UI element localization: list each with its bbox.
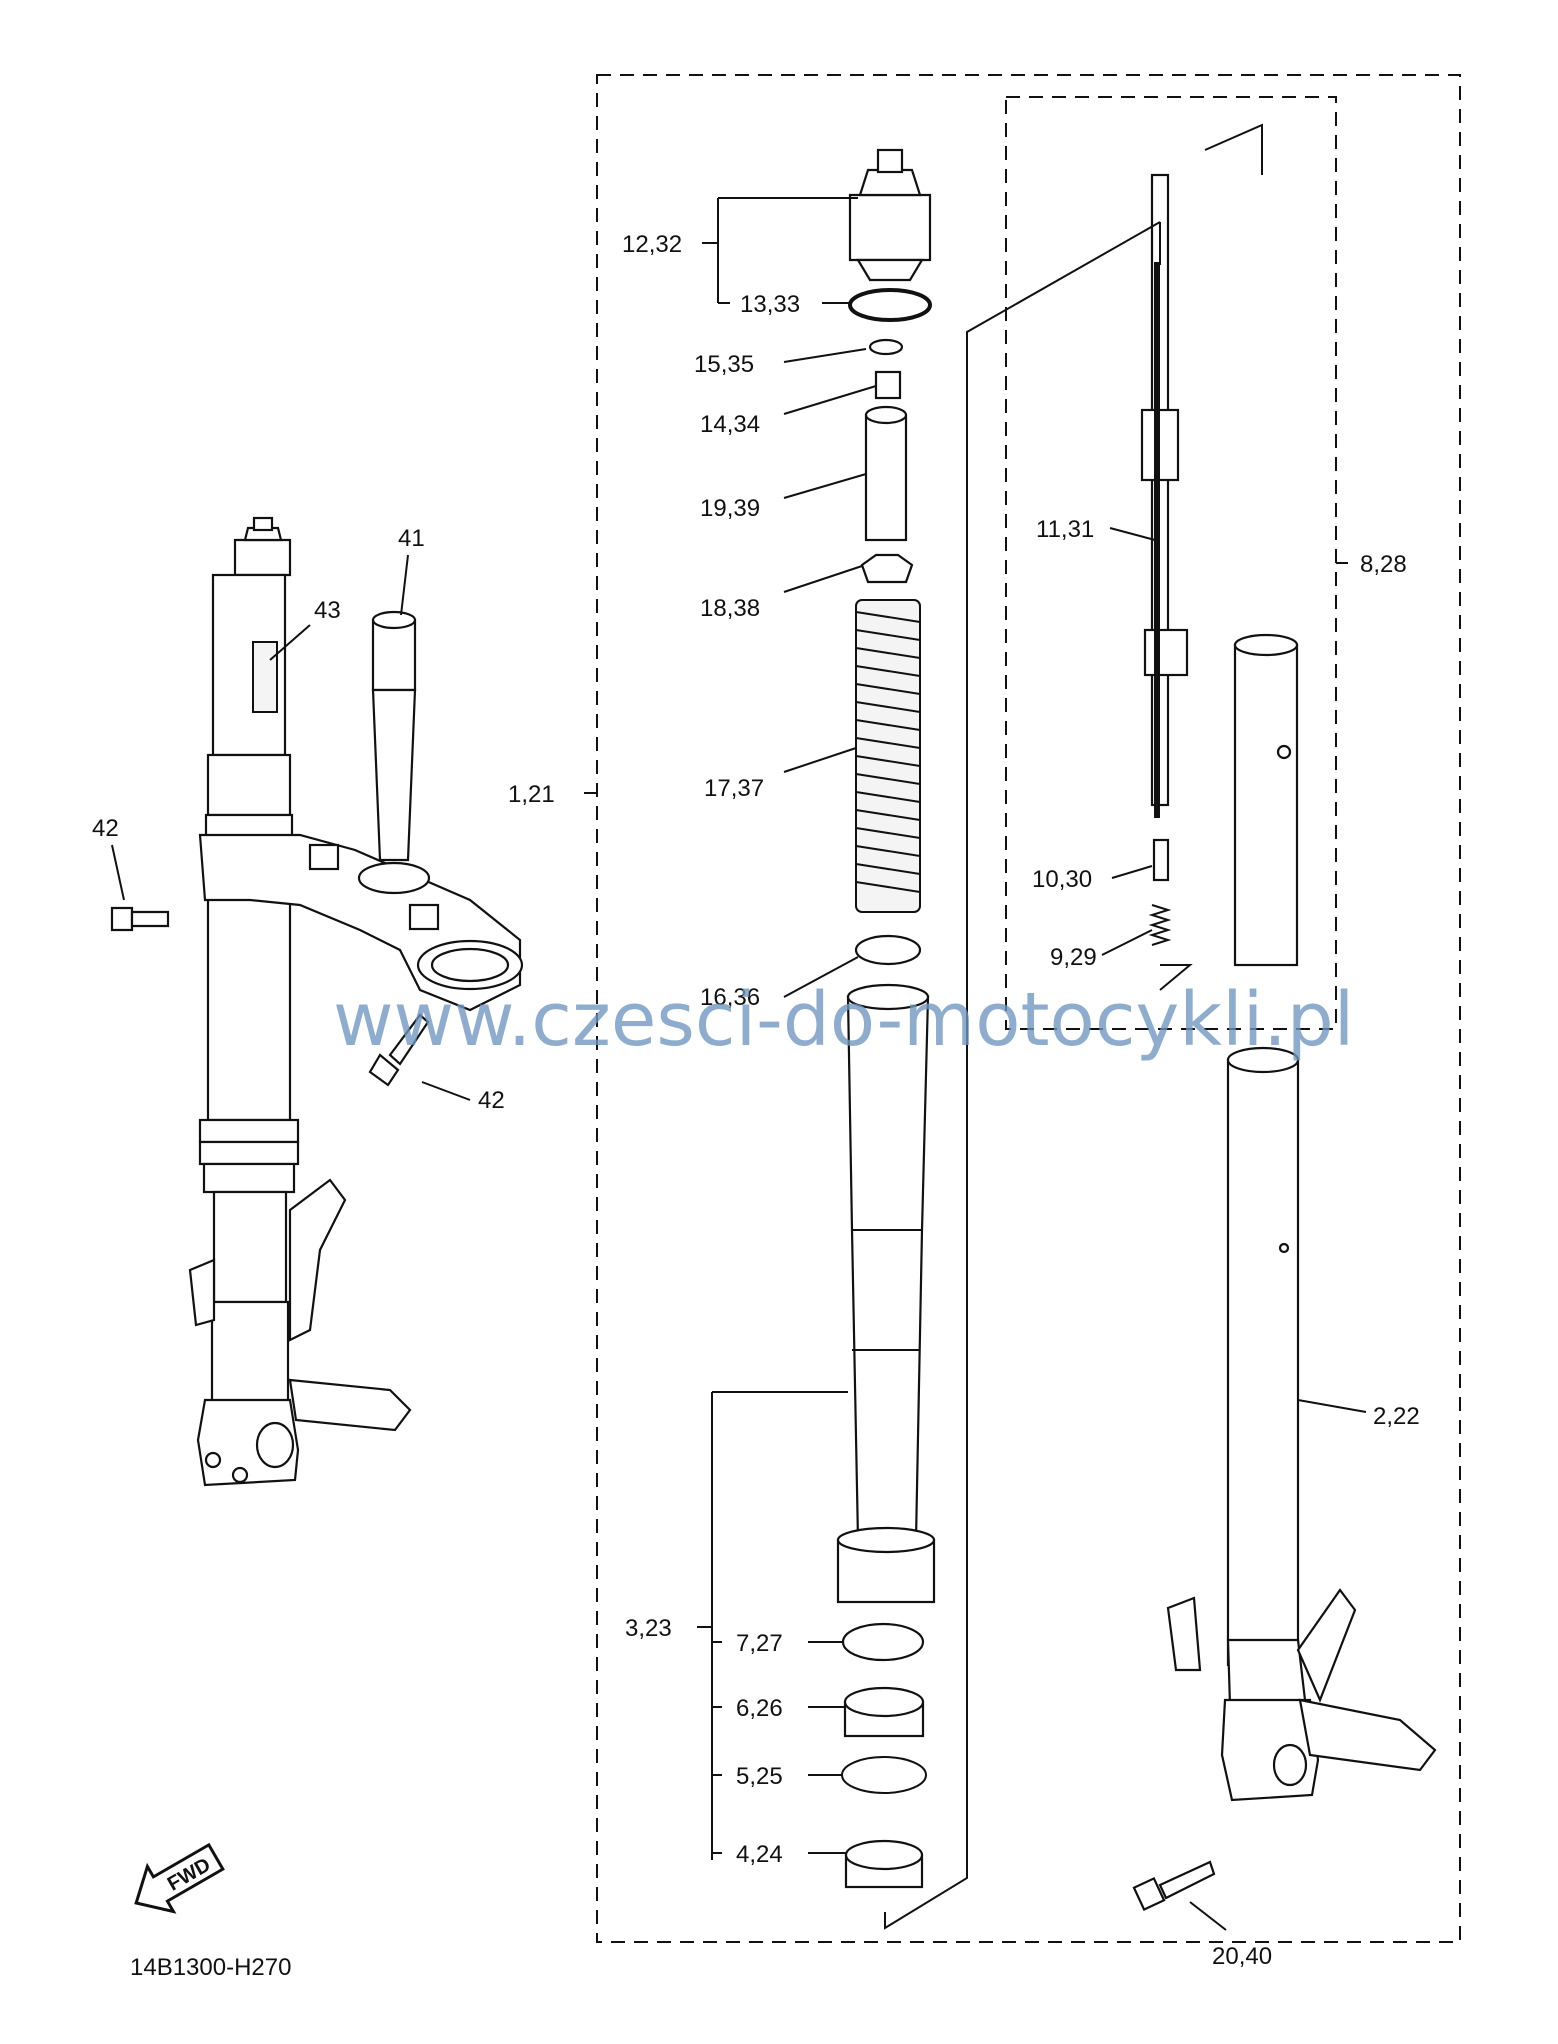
diagram-code: 14B1300-H270: [130, 1954, 291, 1981]
label-13-33: 13,33: [740, 291, 800, 318]
spacer-tube: [864, 405, 908, 542]
label-15-35: 15,35: [694, 351, 754, 378]
label-16-36: 16,36: [700, 984, 760, 1011]
label-8-28: 8,28: [1360, 551, 1407, 578]
label-4-24: 4,24: [736, 1841, 783, 1868]
assembly-group-box: [596, 74, 1461, 1943]
circlip-5: [841, 1756, 927, 1794]
adjuster-nut: [874, 370, 902, 400]
inner-tube: [1166, 1046, 1437, 1802]
label-42-right: 42: [478, 1087, 505, 1114]
fork-cap-bolt: [848, 148, 932, 282]
label-10-30: 10,30: [1032, 866, 1092, 893]
label-17-37: 17,37: [704, 775, 764, 802]
label-14-34: 14,34: [700, 411, 760, 438]
damper-cartridge: [1233, 633, 1299, 967]
label-43: 43: [314, 597, 341, 624]
label-3-23: 3,23: [625, 1615, 672, 1642]
damper-rod: [1140, 173, 1189, 807]
fwd-arrow-icon: FWD: [134, 1842, 225, 1914]
leader-lines: [111, 123, 1367, 1931]
label-19-39: 19,39: [700, 495, 760, 522]
dust-seal-4: [844, 1839, 924, 1889]
seal-7: [841, 1622, 925, 1662]
label-1-21: 1,21: [508, 781, 555, 808]
label-11-31: 11,31: [1036, 516, 1094, 543]
label-42-left: 42: [92, 815, 119, 842]
outer-tube: [836, 983, 936, 1604]
seal-6: [843, 1686, 925, 1738]
spring-9: [1148, 904, 1172, 946]
label-9-29: 9,29: [1050, 944, 1097, 971]
washer-16: [854, 934, 922, 966]
watermark-url: www.czesci-do-motocykli.pl: [333, 977, 1354, 1063]
label-12-32: 12,32: [622, 231, 682, 258]
label-2-22: 2,22: [1373, 1403, 1420, 1430]
fork-spring: [855, 599, 921, 913]
axle-pinch-bolt: [1132, 1860, 1216, 1911]
label-5-25: 5,25: [736, 1763, 783, 1790]
assembled-fork-illustration: [110, 516, 524, 1487]
o-ring: [848, 288, 932, 322]
label-18-38: 18,38: [700, 595, 760, 622]
needle-10: [1152, 838, 1170, 882]
label-41: 41: [398, 525, 425, 552]
label-7-27: 7,27: [736, 1630, 783, 1657]
label-6-26: 6,26: [736, 1695, 783, 1722]
washer-small: [868, 338, 904, 356]
label-20-40: 20,40: [1212, 1943, 1272, 1970]
spring-seat: [860, 553, 914, 584]
